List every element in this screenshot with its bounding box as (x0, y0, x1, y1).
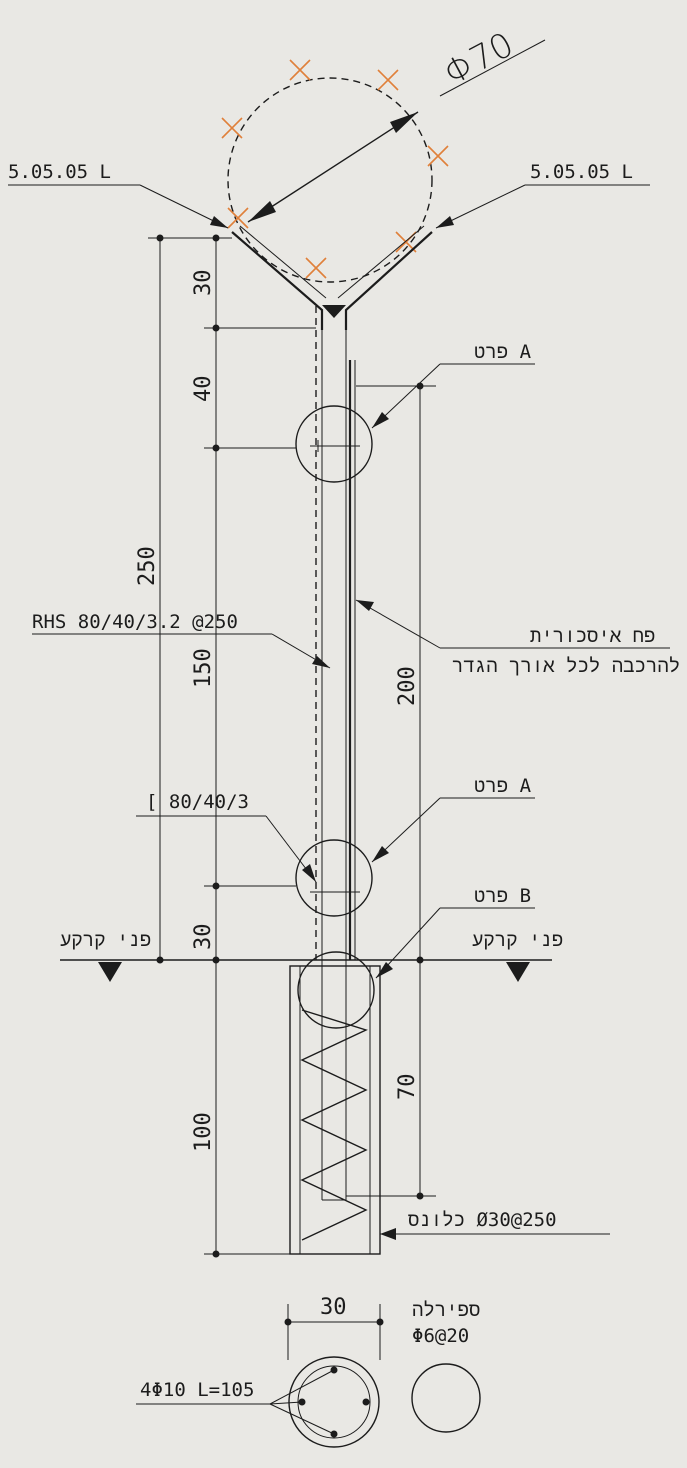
pile-outline (289, 965, 381, 1255)
section-inner-circle (297, 1365, 371, 1439)
barbed-wire-coil (227, 77, 433, 283)
wire-diameter-label: Φ70 (437, 25, 520, 94)
diameter-arrow-2 (390, 112, 418, 133)
detail-b-label: פרט B (474, 885, 531, 907)
angle-right-arrow (436, 216, 454, 228)
dim-30-mid: 30 (191, 924, 216, 951)
rebar-leader-3 (269, 1403, 335, 1435)
dim-150: 150 (191, 648, 216, 688)
dim-70: 70 (395, 1074, 420, 1101)
dim-200: 200 (395, 666, 420, 706)
rebar-leader-1 (269, 1369, 335, 1405)
post-profile-arrow (312, 656, 330, 668)
angle-left-arrow (210, 216, 228, 228)
diameter-line (247, 111, 419, 223)
dim-30-section: 30 (320, 1295, 347, 1320)
diameter-text-underline (439, 39, 546, 97)
angle-right-label: 5.05.05 L (530, 161, 633, 183)
detail-a-bottom-arrow (372, 846, 389, 862)
ground-right-marker (506, 962, 530, 982)
section-rebars (298, 1366, 370, 1438)
detail-a-top-circle (295, 405, 373, 483)
dim-100: 100 (191, 1112, 216, 1152)
section-dim-tick-left (284, 1318, 292, 1326)
arm-joint (322, 305, 346, 318)
angle-left-label: 5.05.05 L (8, 161, 111, 183)
channel-profile-label: [ 80/40/3 (146, 791, 249, 813)
dim-40: 40 (191, 376, 216, 403)
right-angle-arm-inner (337, 225, 425, 299)
post-profile-label: RHS 80/40/3.2 @250 (32, 611, 238, 633)
section-outer-circle (288, 1356, 380, 1448)
dim-250: 250 (135, 546, 160, 586)
rebar-label: 4Φ10 L=105 (140, 1379, 254, 1401)
diameter-arrow-1 (248, 201, 276, 222)
dim-30-top: 30 (191, 270, 216, 297)
pile-arrow (380, 1228, 396, 1240)
dim-ticks-left (156, 234, 220, 1258)
spiral-section-circle (411, 1363, 481, 1433)
plate-arrow (356, 600, 374, 611)
detail-b-circle (297, 951, 375, 1029)
ground-right-label: פני קרקע (472, 929, 563, 951)
detail-a-bottom-label: פרט A (474, 775, 532, 797)
dim-extension-lines (148, 237, 316, 1255)
plate-label-line2: להרכבה לכל אורך הגדר (452, 655, 680, 677)
plate-label-line1: פח איסכורית (530, 625, 655, 647)
spiral-label-line1: ספירלה (412, 1299, 480, 1321)
wire-crosses (221, 59, 449, 279)
ground-left-label: פני קרקע (60, 929, 151, 951)
spiral-label-line2: Φ6@20 (412, 1325, 469, 1347)
detail-a-top-label: פרט A (474, 341, 532, 363)
detail-b-arrow (376, 962, 393, 978)
right-angle-arm (344, 231, 433, 330)
rebar-leader-2 (269, 1401, 303, 1405)
spiral-reinforcement (300, 1009, 368, 1241)
ground-left-marker (98, 962, 122, 982)
left-angle-arm-inner (239, 225, 327, 299)
left-angle-arm (231, 231, 324, 330)
detail-a-bottom-circle (295, 839, 373, 917)
detail-a-top-arrow (372, 412, 389, 428)
section-dim-tick-right (376, 1318, 384, 1326)
channel-profile-arrow (302, 864, 316, 882)
pile-label: כלונס Ø30@250 (408, 1209, 557, 1231)
